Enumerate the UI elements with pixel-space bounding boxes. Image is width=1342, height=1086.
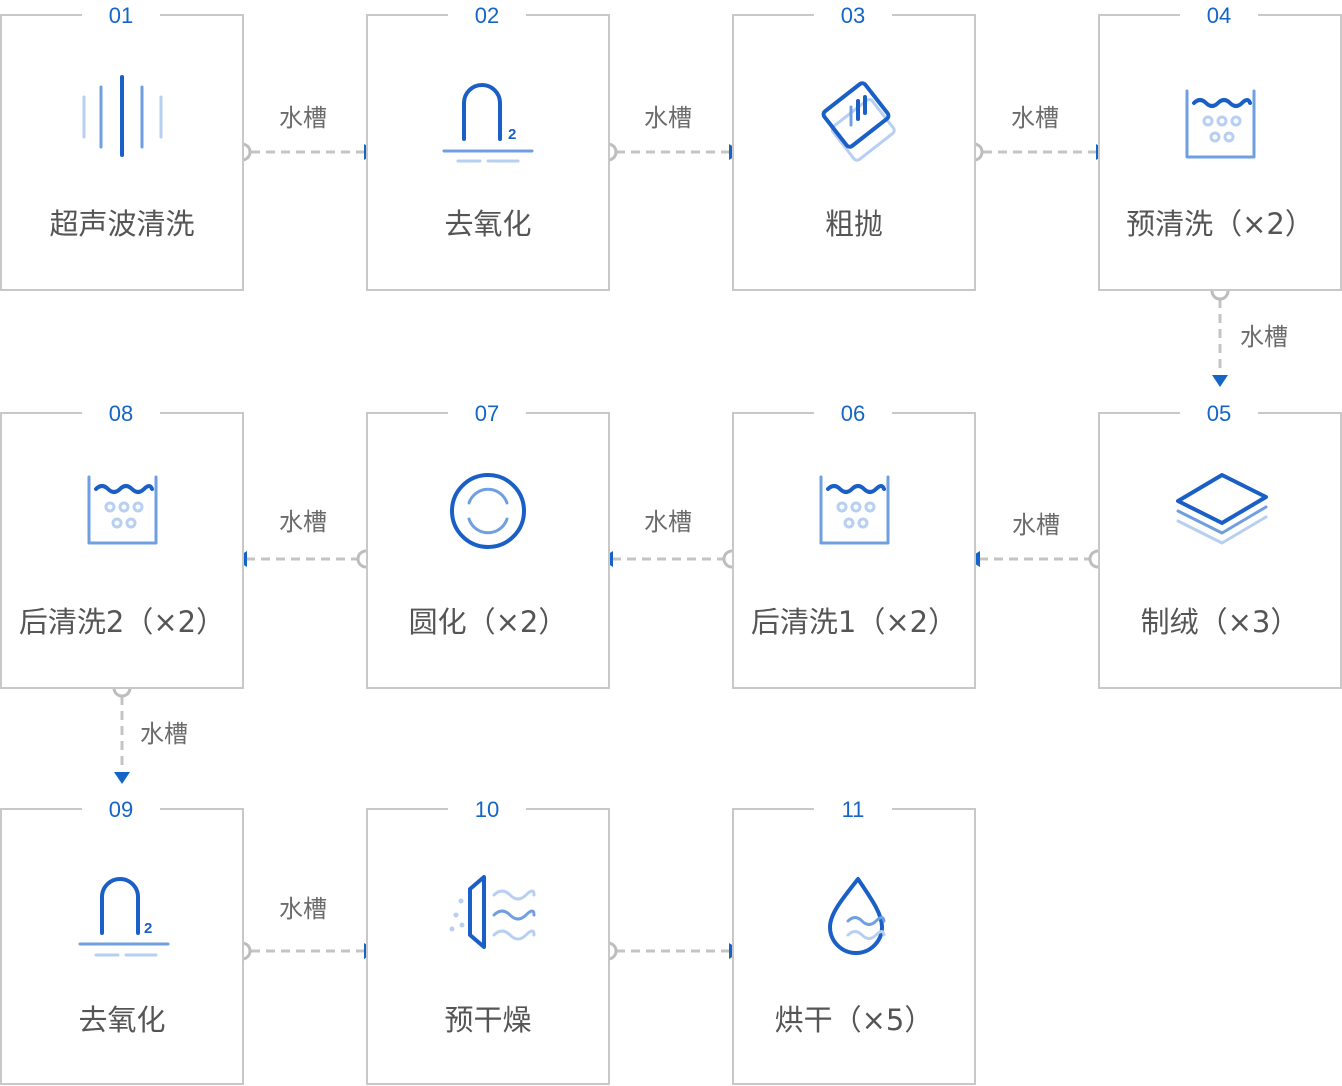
step-05: 05 制绒（×3）: [1098, 399, 1342, 689]
connector-label: 水槽: [279, 104, 327, 132]
water-tank-icon: [819, 475, 890, 545]
step-label: 去氧化: [444, 207, 531, 241]
step-label: 预清洗（×2）: [1126, 207, 1314, 241]
step-07: 07 圆化（×2）: [366, 399, 610, 689]
step-label: 去氧化: [78, 1003, 165, 1037]
connector-08-09: 水槽: [112, 678, 188, 784]
step-label: 圆化（×2）: [409, 605, 568, 639]
step-01: 01 超声波清洗: [0, 1, 244, 291]
connector-06-07: 水槽: [600, 508, 742, 569]
step-label: 预干燥: [444, 1003, 531, 1037]
deoxidize-icon: 2: [78, 877, 170, 957]
water-tank-icon: [87, 475, 158, 545]
step-number: 08: [109, 401, 133, 426]
step-04: 04 预清洗（×2）: [1098, 1, 1342, 291]
step-label: 超声波清洗: [49, 207, 194, 241]
connector-label: 水槽: [279, 895, 327, 923]
connector-10-11: [598, 941, 742, 961]
water-drop-icon: [828, 877, 886, 955]
step-number: 02: [475, 3, 499, 28]
step-number: 10: [475, 797, 499, 822]
connector-07-08: 水槽: [234, 508, 376, 569]
connector-01-02: 水槽: [232, 104, 377, 162]
round-icon: [450, 473, 526, 549]
step-label: 后清洗2（×2）: [19, 605, 225, 639]
ultrasonic-icon: [82, 75, 163, 157]
step-06: 06 后清洗1（×2）: [732, 399, 976, 689]
step-09: 09 2 去氧化: [0, 795, 244, 1085]
deoxidize-icon: 2: [442, 83, 534, 163]
connector-05-06: 水槽: [967, 511, 1108, 569]
connector-02-03: 水槽: [598, 104, 742, 162]
icon-subscript: 2: [508, 126, 516, 143]
step-02: 02 2 去氧化: [366, 1, 610, 291]
step-number: 03: [841, 3, 865, 28]
step-number: 11: [842, 797, 865, 822]
layers-icon: [1176, 473, 1268, 545]
step-number: 04: [1207, 3, 1231, 28]
step-label: 烘干（×5）: [775, 1003, 934, 1037]
water-tank-icon: [1185, 89, 1256, 159]
step-number: 05: [1207, 401, 1231, 426]
step-number: 06: [841, 401, 865, 426]
connector-label: 水槽: [140, 720, 188, 748]
connectors: 水槽 水槽 水槽 水槽 水槽: [112, 104, 1288, 961]
step-11: 11 烘干（×5）: [732, 795, 976, 1085]
connector-03-04: 水槽: [964, 104, 1109, 162]
step-10: 10 预干燥: [366, 795, 610, 1085]
step-label: 制绒（×3）: [1141, 605, 1300, 639]
air-dry-icon: [449, 875, 536, 949]
connector-04-05: 水槽: [1210, 281, 1288, 387]
connector-label: 水槽: [644, 508, 692, 536]
connector-label: 水槽: [644, 104, 692, 132]
step-number: 01: [109, 3, 133, 28]
rough-polish-icon: [821, 81, 896, 162]
step-number: 07: [475, 401, 499, 426]
step-number: 09: [109, 797, 133, 822]
icon-subscript: 2: [144, 920, 152, 937]
step-label: 粗抛: [825, 207, 883, 241]
step-03: 03 粗抛: [732, 1, 976, 291]
step-label: 后清洗1（×2）: [751, 605, 957, 639]
connector-label: 水槽: [1012, 511, 1060, 539]
connector-label: 水槽: [1240, 323, 1288, 351]
connector-label: 水槽: [1011, 104, 1059, 132]
connector-09-10: 水槽: [232, 895, 377, 961]
connector-label: 水槽: [279, 508, 327, 536]
step-08: 08 后清洗2（×2）: [0, 399, 244, 689]
